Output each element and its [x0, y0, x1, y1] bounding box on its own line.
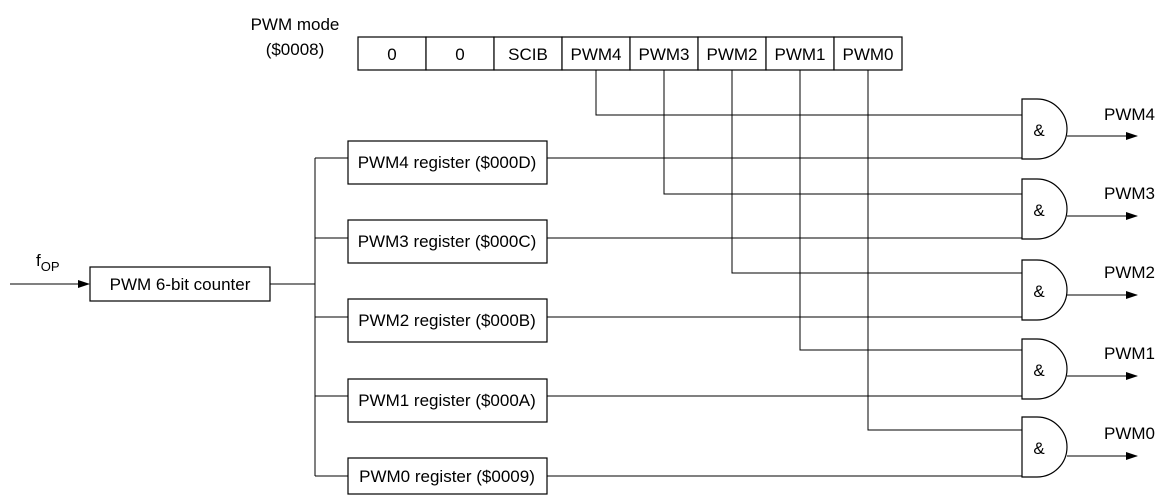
- pwm2-register-box: [347, 298, 548, 343]
- mode-bit-5-cell: [493, 36, 563, 71]
- mode-register-label-line2: ($0008): [266, 40, 325, 59]
- pwm0-output-label: PWM0: [1104, 424, 1155, 443]
- pwm-counter-box: [89, 266, 271, 302]
- mode-bit-4-label: PWM4: [571, 45, 622, 64]
- mode-bit-3-label: PWM3: [639, 45, 690, 64]
- and-gate-pwm2-symbol: &: [1033, 282, 1045, 301]
- and-gate-pwm1: [1021, 338, 1068, 400]
- pwm3-register-box: [347, 219, 548, 264]
- pwm0-register-box: [347, 457, 548, 495]
- pwm2-enable-wire: [731, 70, 1022, 274]
- pwm3-enable-wire: [663, 70, 1022, 195]
- and-gate-pwm0: [1021, 416, 1068, 478]
- pwm1-output-label: PWM1: [1104, 344, 1155, 363]
- pwm4-register-box: [347, 140, 548, 185]
- pwm2-register-label: PWM2 register ($000B): [358, 311, 536, 330]
- pwm1-enable-wire: [799, 70, 1022, 351]
- and-gate-pwm1-symbol: &: [1033, 361, 1045, 380]
- mode-register-label-line1: PWM mode: [251, 15, 340, 34]
- and-gate-pwm3: [1021, 178, 1068, 240]
- mode-bit-1-label: PWM1: [775, 45, 826, 64]
- pwm3-register-label: PWM3 register ($000C): [358, 232, 537, 251]
- pwm0-register-label: PWM0 register ($0009): [359, 467, 535, 486]
- mode-bit-7-cell: [357, 36, 427, 71]
- fop-label: fOP: [36, 251, 60, 274]
- mode-bit-6-cell: [425, 36, 495, 71]
- mode-bit-2-cell: [697, 36, 767, 71]
- pwm2-output-label: PWM2: [1104, 263, 1155, 282]
- mode-bit-2-label: PWM2: [707, 45, 758, 64]
- pwm4-output-label: PWM4: [1104, 105, 1155, 124]
- pwm4-enable-wire: [595, 70, 1022, 116]
- mode-bit-6-label: 0: [455, 45, 464, 64]
- pwm3-output-label: PWM3: [1104, 184, 1155, 203]
- and-gate-pwm4-symbol: &: [1033, 121, 1045, 140]
- mode-bit-5-label: SCIB: [508, 45, 548, 64]
- and-gate-pwm0-symbol: &: [1033, 439, 1045, 458]
- pwm0-enable-wire: [867, 70, 1022, 431]
- mode-bit-0-cell: [833, 36, 903, 71]
- and-gate-pwm3-symbol: &: [1033, 201, 1045, 220]
- pwm1-register-label: PWM1 register ($000A): [358, 391, 536, 410]
- pwm-counter-label: PWM 6-bit counter: [110, 275, 251, 294]
- and-gate-pwm4: [1021, 98, 1068, 160]
- mode-bit-7-label: 0: [387, 45, 396, 64]
- and-gate-pwm2: [1021, 259, 1068, 321]
- pwm4-register-label: PWM4 register ($000D): [358, 153, 537, 172]
- pwm1-register-box: [347, 378, 548, 423]
- mode-bit-0-label: PWM0: [843, 45, 894, 64]
